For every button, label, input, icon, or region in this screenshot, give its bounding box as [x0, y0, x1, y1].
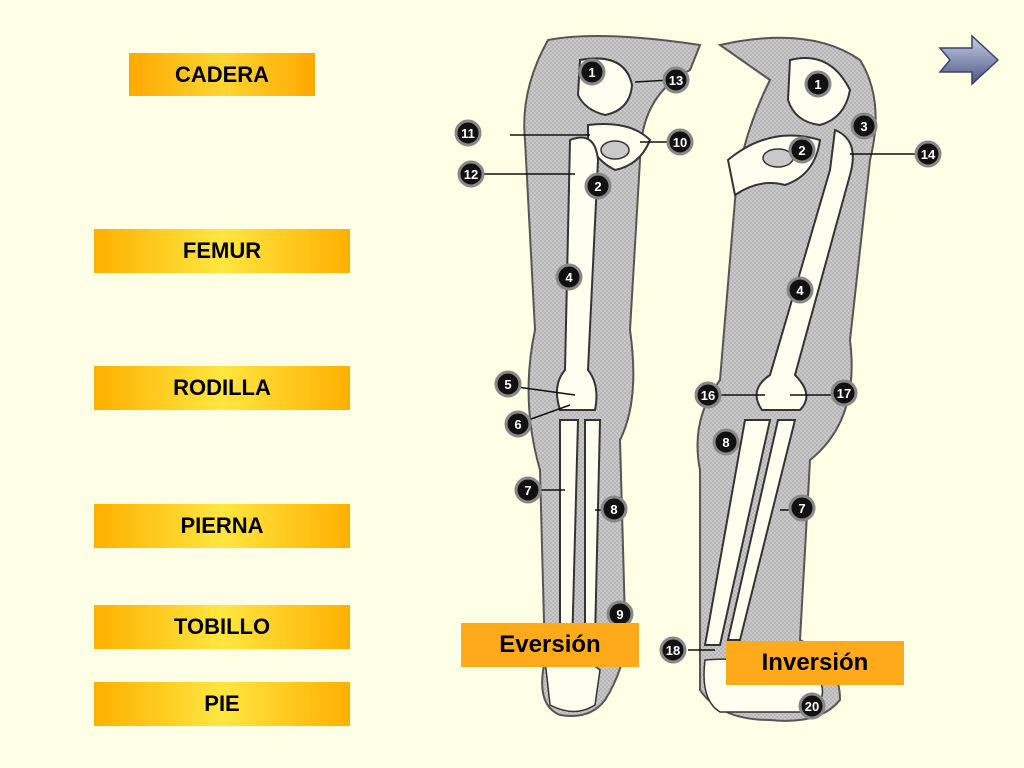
- svg-text:16: 16: [701, 388, 715, 403]
- marker-right-20: 20: [798, 692, 826, 720]
- marker-left-11: 11: [454, 119, 482, 147]
- svg-text:3: 3: [860, 119, 867, 134]
- svg-text:20: 20: [805, 699, 819, 714]
- svg-text:8: 8: [722, 435, 729, 450]
- rodilla-button[interactable]: RODILLA: [94, 366, 350, 410]
- svg-text:2: 2: [798, 143, 805, 158]
- svg-text:14: 14: [921, 147, 936, 162]
- marker-left-1: 1: [578, 58, 606, 86]
- marker-right-16: 16: [694, 381, 722, 409]
- marker-right-3: 3: [850, 112, 878, 140]
- pierna-button[interactable]: PIERNA: [94, 504, 350, 548]
- svg-text:5: 5: [504, 377, 511, 392]
- svg-text:9: 9: [616, 607, 623, 622]
- svg-text:6: 6: [514, 417, 521, 432]
- marker-left-10: 10: [666, 128, 694, 156]
- svg-text:11: 11: [461, 126, 475, 141]
- marker-right-2: 2: [788, 136, 816, 164]
- marker-right-17: 17: [830, 379, 858, 407]
- inversion-label: Inversión: [726, 641, 904, 685]
- tobillo-button[interactable]: TOBILLO: [94, 605, 350, 649]
- arrow-right-icon[interactable]: [938, 34, 1000, 86]
- marker-right-7: 7: [788, 494, 816, 522]
- marker-left-12: 12: [457, 160, 485, 188]
- marker-right-14: 14: [914, 140, 942, 168]
- svg-text:8: 8: [610, 502, 617, 517]
- marker-left-7: 7: [514, 476, 542, 504]
- svg-text:1: 1: [814, 77, 821, 92]
- marker-left-8: 8: [600, 495, 628, 523]
- svg-text:10: 10: [673, 135, 687, 150]
- svg-text:13: 13: [669, 73, 683, 88]
- svg-text:18: 18: [666, 643, 680, 658]
- svg-text:12: 12: [464, 167, 478, 182]
- marker-right-18: 18: [659, 636, 687, 664]
- marker-left-2: 2: [584, 172, 612, 200]
- svg-text:4: 4: [565, 270, 573, 285]
- cadera-button[interactable]: CADERA: [129, 53, 315, 96]
- pie-button[interactable]: PIE: [94, 682, 350, 726]
- svg-text:1: 1: [588, 65, 595, 80]
- svg-text:4: 4: [796, 283, 804, 298]
- marker-right-1: 1: [804, 70, 832, 98]
- marker-left-13: 13: [662, 66, 690, 94]
- marker-left-6: 6: [504, 410, 532, 438]
- svg-text:7: 7: [524, 483, 531, 498]
- marker-left-5: 5: [494, 370, 522, 398]
- marker-right-4: 4: [786, 276, 814, 304]
- femur-button[interactable]: FEMUR: [94, 229, 350, 273]
- marker-right-8: 8: [712, 428, 740, 456]
- svg-text:2: 2: [594, 179, 601, 194]
- eversion-label: Eversión: [461, 623, 639, 667]
- marker-left-4: 4: [555, 263, 583, 291]
- svg-text:7: 7: [798, 501, 805, 516]
- svg-text:17: 17: [837, 386, 851, 401]
